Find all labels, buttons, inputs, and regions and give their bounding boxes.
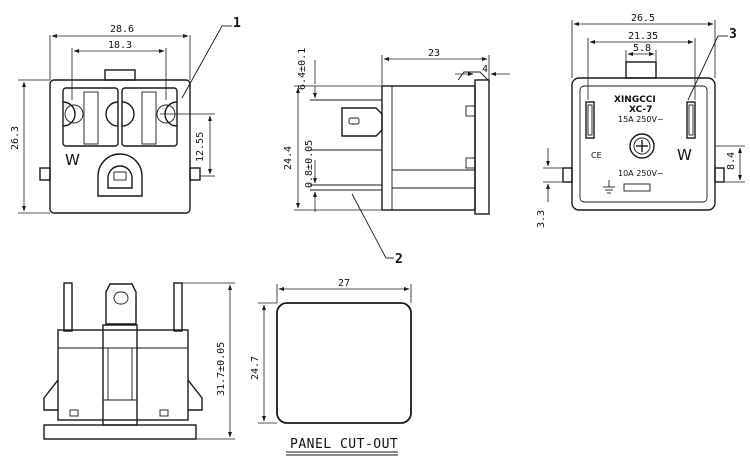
dim-bottom-height: 31.7±0.05 [216,342,227,396]
rear-inner-frame [579,85,708,203]
rear-rating-top: 15A 250V~ [618,115,664,124]
dim-side-lip: 4 [482,64,488,75]
dim-rear-mid: 21.35 [628,31,658,42]
rear-screw-icon [629,133,655,159]
bottom-flange [43,424,197,440]
dim-cutout-width: 27 [338,278,350,289]
bottom-right-pin [173,282,183,332]
dim-front-height: 26.3 [10,126,21,150]
front-left-socket [62,87,119,147]
front-right-socket [121,87,178,147]
rear-view: XINGCCI XC-7 15A 250V~ CE W 10A 250V~ 26… [536,13,745,228]
rear-left-ear [562,167,573,183]
side-flange-top [457,71,489,81]
rear-ce-mark: CE [591,151,602,160]
rear-rating-bottom: 10A 250V~ [618,169,664,178]
dim-side-height: 24.4 [283,146,294,170]
bottom-view: 31.7±0.05 [43,282,235,440]
front-right-ear [189,167,201,181]
bottom-left-pin [63,282,73,332]
dim-front-width: 28.6 [110,24,134,35]
dim-side-depth: 23 [428,48,440,59]
dim-rear-width: 26.5 [631,13,655,24]
front-w-letter: W [65,151,80,169]
side-view: 23 4 6.4±0.1 24.4 0.8±0.05 2 [283,48,510,267]
rear-right-ear [714,167,725,183]
dim-side-top: 6.4±0.1 [297,48,308,90]
front-left-ear [39,167,51,181]
dim-front-offset: 12.55 [195,132,206,162]
rear-right-slot [686,101,696,139]
dim-rear-right: 8.4 [726,152,737,170]
bottom-right-wing [187,379,203,411]
dim-front-inner: 18.3 [108,40,132,51]
bottom-center-terminal [105,283,137,325]
front-top-tab [104,69,136,81]
callout-1: 1 [233,16,241,31]
side-flange [474,79,490,215]
dim-side-mid: 0.8±0.05 [304,140,315,188]
cutout-outline [276,302,412,424]
bottom-left-wing [43,379,59,411]
dim-rear-left: 3.3 [536,210,547,228]
rear-brand: XINGCCI [614,95,656,105]
front-lower-opening [97,153,143,197]
rear-ground-slot [623,183,651,192]
callout-2: 2 [395,252,403,267]
rear-model: XC-7 [629,105,652,115]
front-view: W 28.6 18.3 26.3 12.55 1 [10,16,241,214]
callout-3: 3 [729,27,737,42]
side-terminal [341,107,383,137]
rear-w-letter: W [677,146,692,164]
cutout-title: PANEL CUT-OUT [290,437,398,452]
dim-rear-small: 5.8 [633,43,651,54]
panel-cutout: 27 24.7 PANEL CUT-OUT [250,278,412,456]
side-body [381,85,476,211]
bottom-housing [57,329,189,421]
ground-symbol-icon [603,180,615,194]
rear-left-slot [585,101,595,139]
rear-top-tab [625,61,657,79]
dim-cutout-height: 24.7 [250,356,261,380]
